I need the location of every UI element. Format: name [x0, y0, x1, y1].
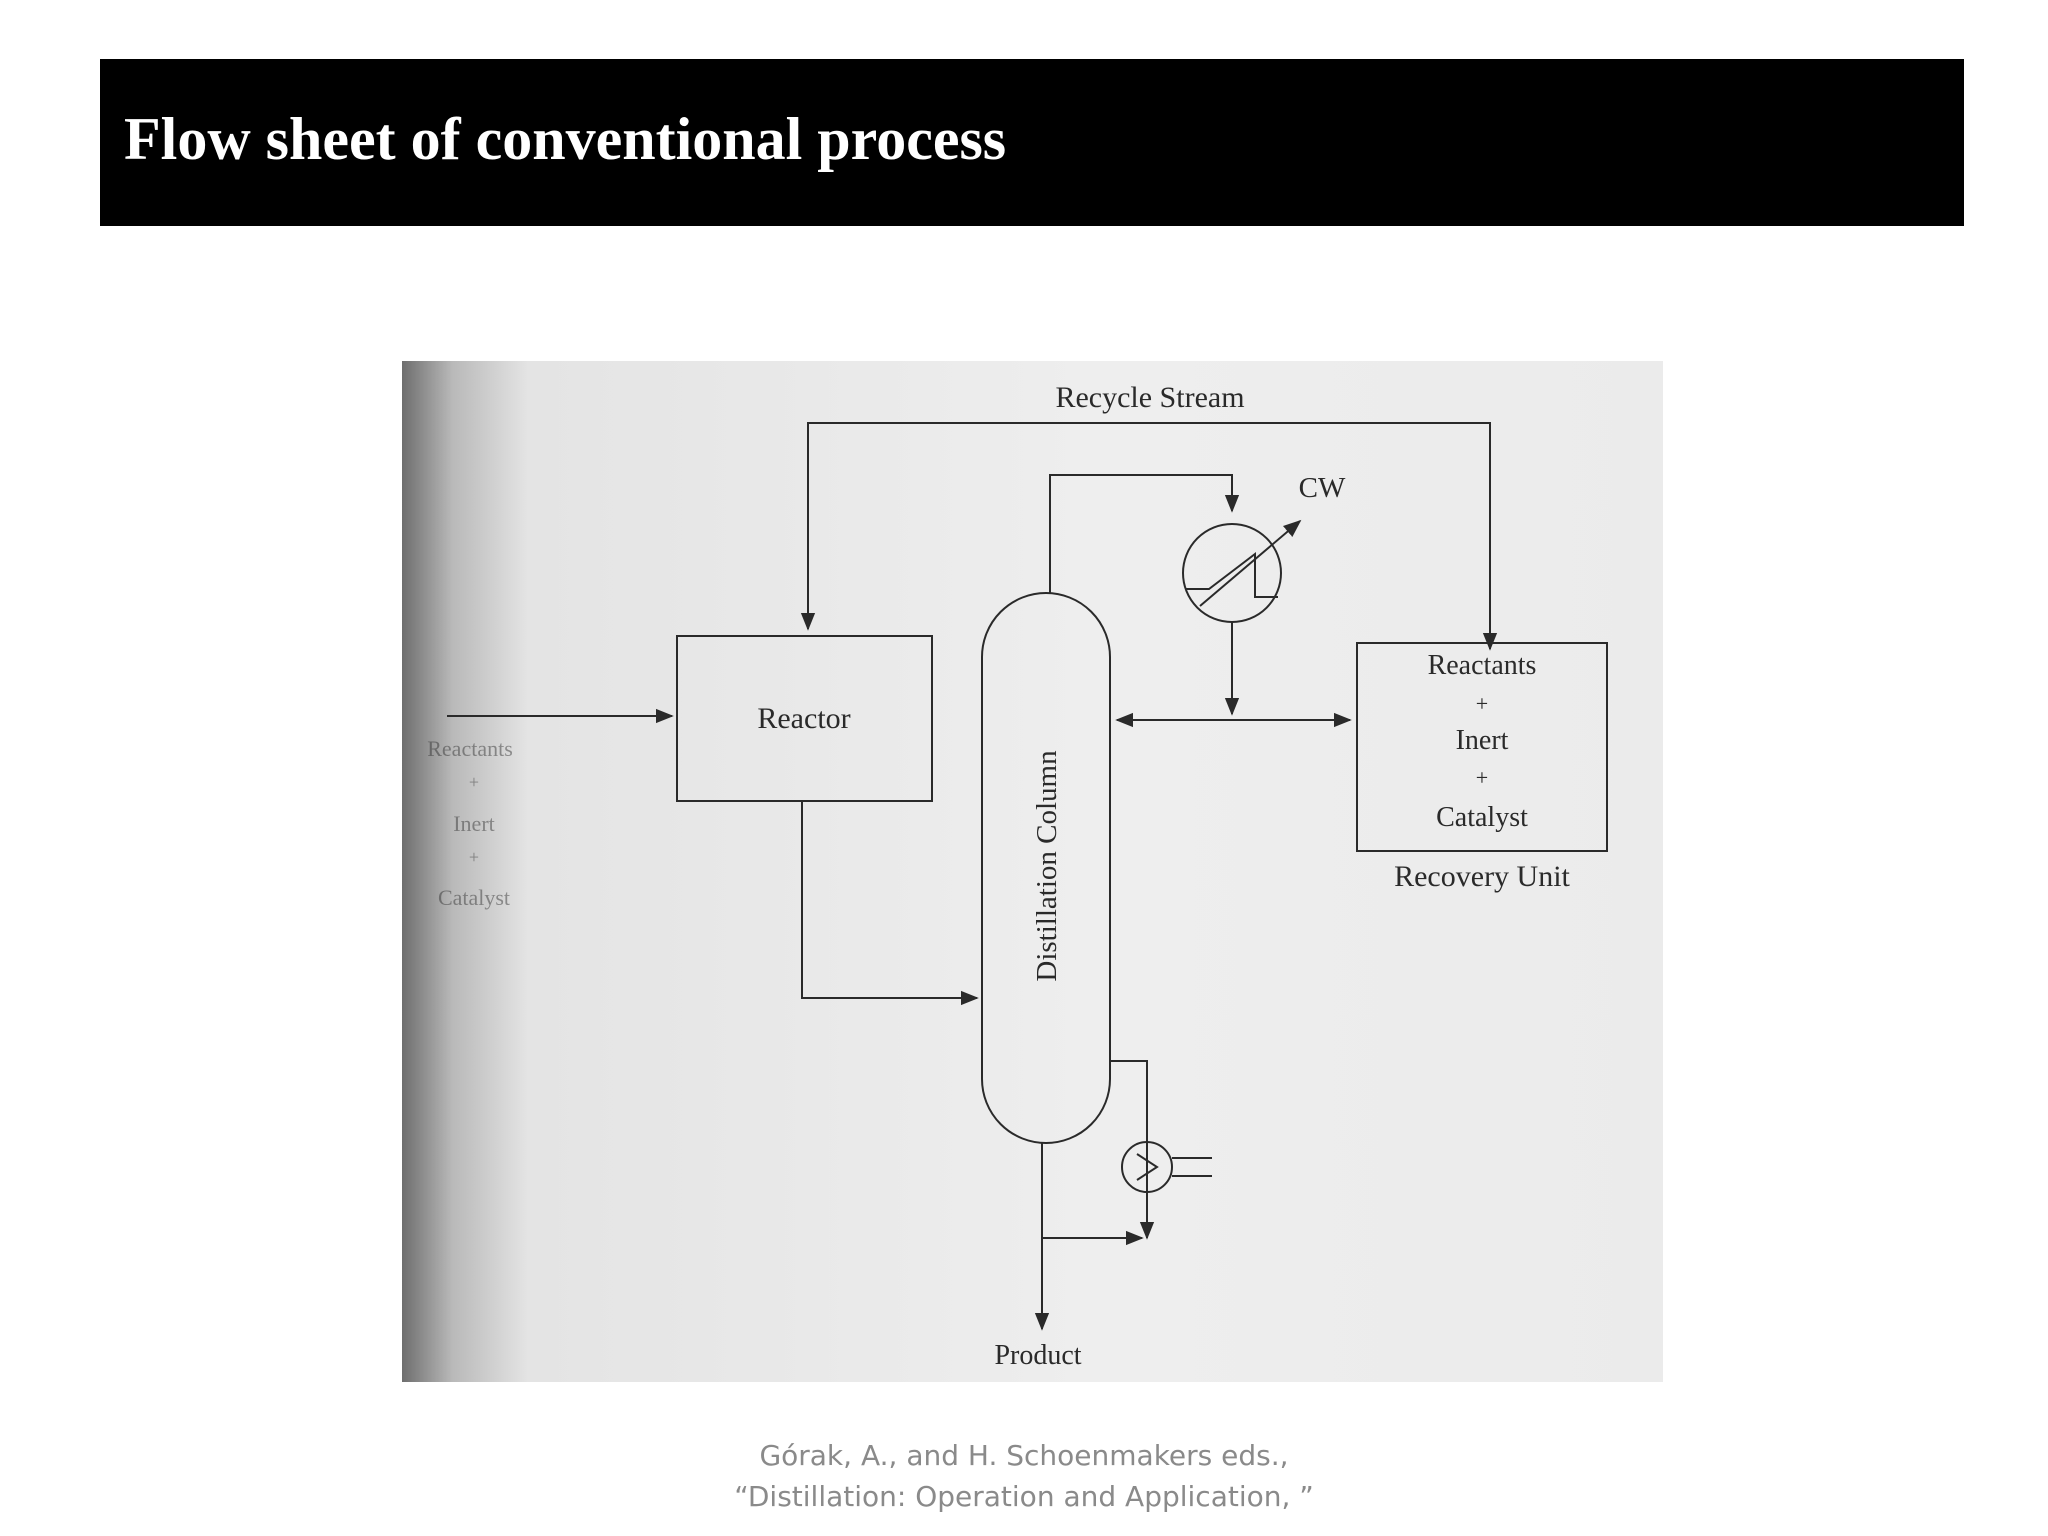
recovery-plus-2-label: +: [1476, 765, 1488, 790]
distillation-column-label: Distillation Column: [1031, 750, 1063, 982]
feed-catalyst-label: Catalyst: [438, 885, 510, 910]
citation: Górak, A., and H. Schoenmakers eds., “Di…: [0, 1435, 2048, 1517]
recovery-inert-label: Inert: [1456, 725, 1509, 756]
overhead-vapor-line: [1049, 474, 1240, 593]
feed-plus-1-label: +: [469, 772, 479, 792]
recycle-stream-label: Recycle Stream: [1055, 381, 1244, 414]
reactor-outlet-line: [801, 801, 979, 1006]
paper-background: [402, 361, 1663, 1382]
recovery-plus-1-label: +: [1476, 691, 1488, 716]
feed-reactants-label: Reactants: [427, 736, 513, 761]
slide-title: Flow sheet of conventional process: [124, 106, 1007, 172]
citation-line-1: Górak, A., and H. Schoenmakers eds.,: [759, 1439, 1289, 1472]
cw-label: CW: [1299, 472, 1346, 504]
product-label: Product: [994, 1340, 1081, 1371]
reboiler-return-line: [1110, 1060, 1155, 1240]
recovery-unit-box: [1356, 642, 1608, 852]
feed-composition-labels: Reactants + Inert + Catalyst: [427, 736, 513, 910]
feed-plus-2-label: +: [469, 847, 479, 867]
reactor-box: [676, 635, 933, 802]
feed-inert-label: Inert: [453, 811, 495, 836]
recovery-catalyst-label: Catalyst: [1436, 802, 1528, 833]
distillation-column-vessel: [981, 592, 1111, 1144]
recycle-stream-line: [800, 422, 1498, 651]
flow-sheet-diagram: Recycle Stream CW Reactor Distillation C…: [402, 361, 1663, 1382]
reactor-label: Reactor: [757, 702, 850, 735]
title-bar: Flow sheet of conventional process: [100, 59, 1964, 226]
reboiler: [1121, 1141, 1212, 1193]
recovery-unit-label: Recovery Unit: [1394, 860, 1570, 893]
flow-sheet-figure: Recycle Stream CW Reactor Distillation C…: [402, 361, 1663, 1382]
citation-line-2: “Distillation: Operation and Application…: [734, 1480, 1314, 1513]
recovery-reactants-label: Reactants: [1428, 650, 1537, 681]
